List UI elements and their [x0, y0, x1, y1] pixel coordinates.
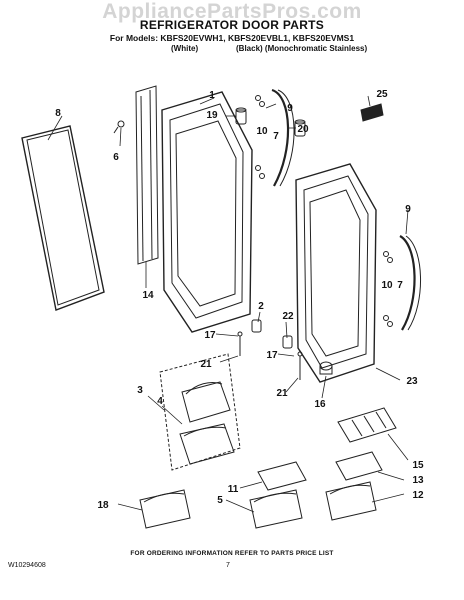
dairy-compartment-assembly	[159, 353, 241, 471]
egg-tray-15	[337, 407, 397, 443]
door-stop-16	[319, 361, 333, 375]
callout-10-bottom: 10	[381, 280, 393, 291]
handle-cap-20	[294, 119, 306, 137]
bushing-22	[282, 335, 293, 349]
callout-16: 16	[314, 399, 326, 410]
handle-bottom	[399, 235, 422, 331]
callout-21-left: 21	[200, 359, 212, 370]
callout-22: 22	[282, 311, 294, 322]
callout-3: 3	[137, 385, 143, 396]
callout-13: 13	[412, 475, 424, 486]
hinge-pins-21	[237, 331, 303, 380]
callout-7-top: 7	[273, 131, 279, 142]
callout-12: 12	[412, 490, 424, 501]
callout-6: 6	[113, 152, 119, 163]
callout-25: 25	[376, 89, 388, 100]
screw-6	[113, 120, 125, 134]
callout-4: 4	[157, 396, 163, 407]
callout-10-top: 10	[256, 126, 268, 137]
callout-5: 5	[217, 495, 223, 506]
shelf-cover-13	[335, 451, 383, 481]
door-gasket	[21, 125, 105, 311]
callout-14: 14	[142, 290, 154, 301]
variant-white: (White)	[171, 44, 199, 53]
screws-10-bottom	[383, 251, 393, 327]
door-bin-18	[139, 489, 191, 529]
callout-19: 19	[206, 110, 218, 121]
callout-11: 11	[228, 484, 239, 495]
callout-23: 23	[406, 376, 418, 387]
door-right	[295, 163, 377, 383]
variant-black-stainless: (Black) (Monochromatic Stainless)	[236, 44, 368, 53]
callout-8: 8	[55, 108, 61, 119]
ordering-note: FOR ORDERING INFORMATION REFER TO PARTS …	[130, 550, 334, 557]
door-left	[161, 91, 253, 333]
screws-10-top	[255, 95, 265, 179]
page-number: 7	[226, 562, 230, 569]
watermark: AppliancePartsPros.com	[102, 0, 362, 23]
callout-7-bottom: 7	[397, 280, 403, 291]
label-plate	[360, 103, 384, 122]
door-bin-12	[325, 481, 377, 521]
callout-9-top: 9	[287, 103, 293, 114]
callout-1: 1	[209, 90, 215, 101]
model-list: For Models: KBFS20EVWH1, KBFS20EVBL1, KB…	[109, 33, 355, 43]
callout-9-bottom: 9	[405, 204, 411, 215]
hinge-trim-strip	[135, 85, 159, 265]
document-number: W10294608	[8, 562, 46, 569]
door-bin-5	[249, 489, 303, 529]
callout-15: 15	[412, 460, 424, 471]
handle-cap-19	[235, 107, 247, 125]
callout-2: 2	[258, 301, 264, 312]
callout-20: 20	[297, 124, 309, 135]
callout-17-left: 17	[204, 330, 216, 341]
leader-lines	[47, 95, 409, 513]
bushing-2	[251, 319, 262, 333]
callout-17-right: 17	[266, 350, 278, 361]
callout-18: 18	[97, 500, 109, 511]
shelf-cover-11	[257, 461, 307, 491]
callout-21-right: 21	[276, 388, 288, 399]
page-title: REFRIGERATOR DOOR PARTS	[139, 18, 325, 32]
